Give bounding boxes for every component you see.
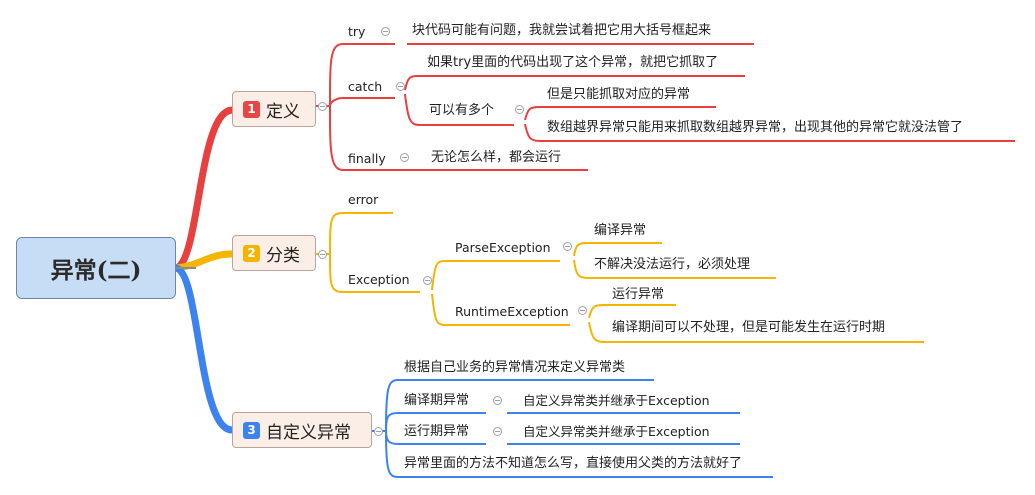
wire-parse-text2 [573, 259, 776, 279]
topic-custom-compile[interactable]: 编译期异常 [404, 393, 470, 408]
topic-catch-multiple-sub1[interactable]: 但是只能抓取对应的异常 [547, 87, 691, 102]
topic-catch-multiple[interactable]: 可以有多个 [429, 103, 495, 118]
collapse-toggle-icon[interactable] [396, 82, 405, 91]
wire-root-definition [172, 106, 236, 272]
branch-classification[interactable]: 2 分类 [232, 235, 316, 271]
wire-multi-sub1 [524, 106, 716, 121]
collapse-toggle-icon[interactable] [400, 153, 409, 162]
branch-number-badge: 3 [243, 421, 260, 439]
collapse-toggle-icon[interactable] [423, 276, 432, 285]
branch-custom-exception[interactable]: 3 自定义异常 [232, 412, 372, 448]
wire-multi-sub2 [524, 123, 1015, 142]
topic-error[interactable]: error [348, 192, 379, 207]
topic-custom-item4[interactable]: 异常里面的方法不知道怎么写，直接使用父类的方法就好了 [404, 456, 743, 471]
topic-try[interactable]: try [348, 24, 366, 39]
branch-label: 自定义异常 [266, 422, 351, 443]
topic-finally-description[interactable]: 无论怎么样，都会运行 [431, 150, 562, 165]
wire-cls-exception [329, 253, 420, 293]
root-topic[interactable]: 异常(二) [16, 237, 176, 299]
wire-runtime-text2 [588, 321, 924, 343]
branch-label: 定义 [266, 101, 300, 122]
wire-def-finally [329, 105, 420, 171]
topic-catch-multiple-sub2[interactable]: 数组越界异常只能用来抓取数组越界异常，出现其他的异常它就没法管了 [547, 120, 964, 135]
topic-custom-runtime[interactable]: 运行期异常 [404, 424, 470, 439]
branch-label: 分类 [266, 245, 300, 266]
wire-cls-error [329, 212, 393, 255]
wire-runtime-text1 [588, 304, 676, 319]
topic-catch[interactable]: catch [348, 79, 383, 94]
wire-root-custom [172, 264, 236, 434]
topic-parse-exception[interactable]: ParseException [455, 240, 551, 255]
wire-exc-parse [431, 260, 560, 291]
topic-runtime-exception-text1[interactable]: 运行异常 [612, 287, 665, 302]
collapse-toggle-icon[interactable] [318, 102, 327, 111]
topic-runtime-exception[interactable]: RuntimeException [455, 304, 569, 319]
collapse-toggle-icon[interactable] [381, 27, 390, 36]
root-topic-label: 异常(二) [50, 257, 142, 284]
topic-parse-exception-text1[interactable]: 编译异常 [594, 223, 647, 238]
collapse-toggle-icon[interactable] [493, 427, 502, 436]
topic-try-description[interactable]: 块代码可能有问题，我就尝试着把它用大括号框起来 [412, 23, 712, 38]
branch-definition[interactable]: 1 定义 [232, 91, 316, 127]
collapse-toggle-icon[interactable] [578, 306, 587, 315]
wire-def-catch [329, 97, 395, 107]
topic-runtime-exception-text2[interactable]: 编译期间可以不处理，但是可能发生在运行时期 [612, 320, 886, 335]
wire-cus-compile [385, 412, 486, 432]
branch-number-badge: 2 [243, 244, 260, 262]
branch-number-badge: 1 [243, 100, 260, 118]
wire-catch-text1 [404, 75, 745, 91]
topic-parse-exception-text2[interactable]: 不解决没法运行，必须处理 [594, 257, 751, 272]
wire-exc-runtime [431, 293, 570, 326]
collapse-toggle-icon[interactable] [563, 242, 572, 251]
wire-cus-item4 [385, 430, 773, 478]
collapse-toggle-icon[interactable] [318, 250, 327, 259]
wire-parse-text1 [573, 242, 662, 257]
collapse-toggle-icon[interactable] [515, 105, 524, 114]
topic-custom-runtime-text[interactable]: 自定义异常类并继承于Exception [523, 424, 710, 439]
wire-cus-item1 [385, 379, 654, 432]
topic-custom-item1[interactable]: 根据自己业务的异常情况来定义异常类 [404, 360, 626, 375]
topic-finally[interactable]: finally [348, 151, 386, 166]
wire-catch-multi [404, 93, 514, 126]
topic-exception[interactable]: Exception [348, 272, 410, 287]
collapse-toggle-icon[interactable] [374, 427, 383, 436]
topic-custom-compile-text[interactable]: 自定义异常类并继承于Exception [523, 393, 710, 408]
collapse-toggle-icon[interactable] [493, 396, 502, 405]
wire-def-try [329, 43, 395, 107]
topic-catch-description[interactable]: 如果try里面的代码出现了这个异常，就把它抓取了 [427, 55, 719, 70]
